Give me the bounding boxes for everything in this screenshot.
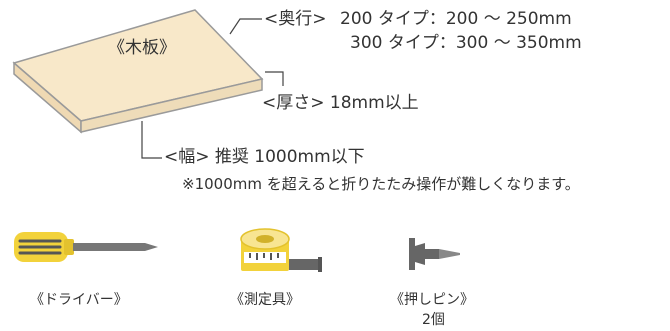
tape-measure-icon (240, 228, 322, 272)
board-front-face (80, 78, 263, 133)
width-text: <幅> 推奨 1000mm以下 (164, 147, 365, 167)
thickness-leader-line (265, 71, 284, 86)
board-label: 《木板》 (108, 38, 176, 58)
push-pin-count: 2個 (422, 312, 445, 328)
push-pin-label: 《押しピン》 (390, 292, 474, 308)
screwdriver-label: 《ドライバー》 (30, 292, 128, 308)
width-leader-line (141, 121, 162, 159)
screwdriver-icon (14, 232, 158, 262)
tape-measure-label: 《測定具》 (230, 292, 300, 308)
width-note: ※1000mm を超えると折りたたみ操作が難しくなります。 (182, 175, 580, 193)
push-pin-icon (409, 238, 460, 270)
depth-spec-200: 200 タイプ：200 ～ 250mm (340, 9, 572, 29)
depth-leader-line (229, 18, 262, 35)
wooden-board (12, 9, 264, 134)
thickness-text: <厚さ> 18mm以上 (262, 93, 419, 113)
depth-spec-300: 300 タイプ：300 ～ 350mm (350, 33, 582, 53)
depth-title: <奥行> (264, 9, 327, 29)
